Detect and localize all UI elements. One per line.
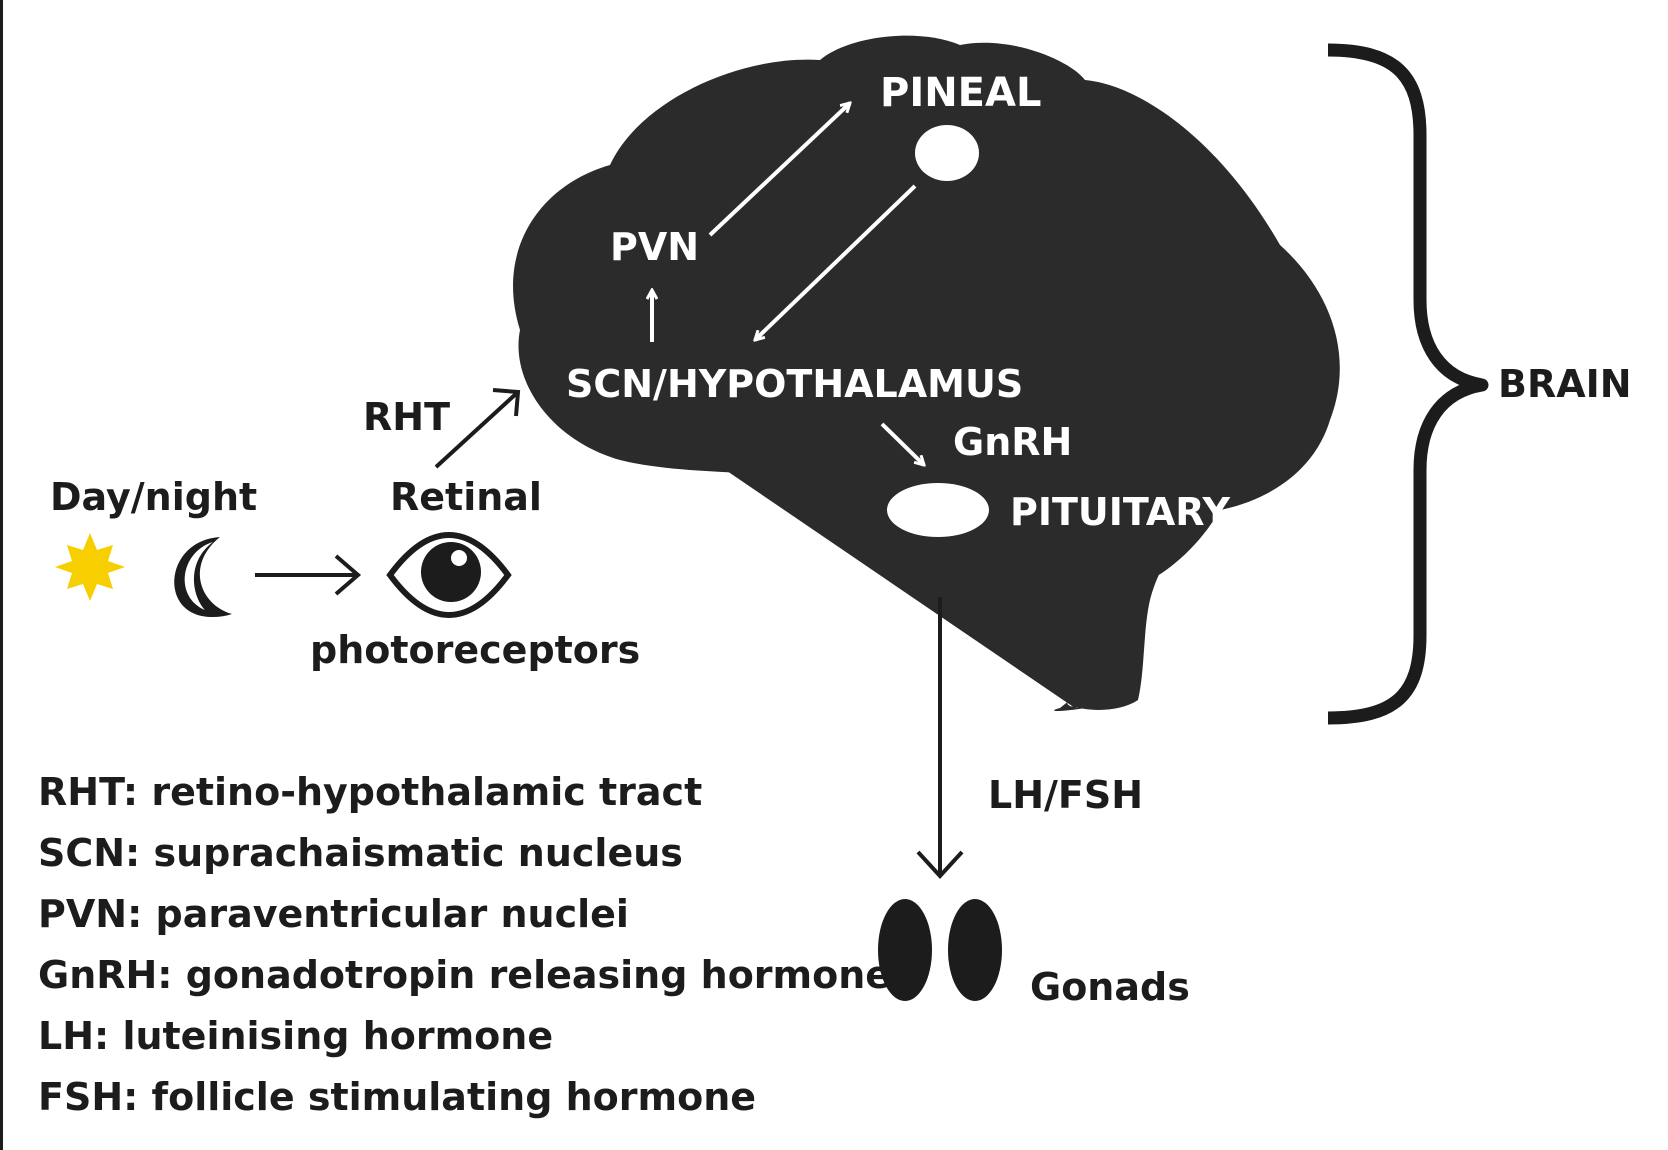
brain-stem <box>1000 550 1175 710</box>
glossary-item: GnRH: gonadotropin releasing hormone <box>38 953 891 997</box>
label-pvn: PVN <box>610 225 699 269</box>
gonad-right <box>948 899 1002 1001</box>
label-photoreceptors: photoreceptors <box>310 628 640 672</box>
moon-inner <box>184 542 213 610</box>
glossary-item: SCN: suprachaismatic nucleus <box>38 831 683 875</box>
label-rht: RHT <box>363 395 450 439</box>
arrow-retina-to-scn <box>434 388 521 469</box>
pineal-gland <box>915 125 979 181</box>
gonad-left <box>878 899 932 1001</box>
pituitary-gland <box>887 483 989 537</box>
label-scn: SCN/HYPOTHALAMUS <box>566 362 1023 406</box>
glossary-item: RHT: retino-hypothalamic tract <box>38 770 702 814</box>
label-pineal: PINEAL <box>880 70 1041 116</box>
brain-brace <box>1327 43 1489 725</box>
glossary: RHT: retino-hypothalamic tract SCN: supr… <box>38 770 891 1119</box>
label-lh-fsh: LH/FSH <box>988 773 1143 817</box>
arrow-light-to-eye <box>255 554 362 596</box>
brain-lower-lobe <box>518 202 1320 560</box>
label-brain: BRAIN <box>1498 362 1632 406</box>
arrow-scn-to-pituitary <box>880 422 924 465</box>
arrow-pituitary-to-gonads <box>916 597 964 879</box>
glossary-item: PVN: paraventricular nuclei <box>38 892 629 936</box>
label-gnrh: GnRH <box>953 420 1072 464</box>
arrow-pineal-to-scn <box>755 184 917 340</box>
eye-icon <box>386 532 512 618</box>
label-gonads: Gonads <box>1030 965 1190 1009</box>
moon-icon <box>174 537 232 617</box>
label-pituitary: PITUITARY <box>1010 490 1230 534</box>
glossary-item: LH: luteinising hormone <box>38 1014 553 1058</box>
arrow-pvn-to-pineal <box>708 103 850 237</box>
glossary-item: FSH: follicle stimulating hormone <box>38 1075 756 1119</box>
label-retinal: Retinal <box>390 475 542 519</box>
sun-icon <box>55 533 125 601</box>
label-day-night: Day/night <box>50 475 257 519</box>
